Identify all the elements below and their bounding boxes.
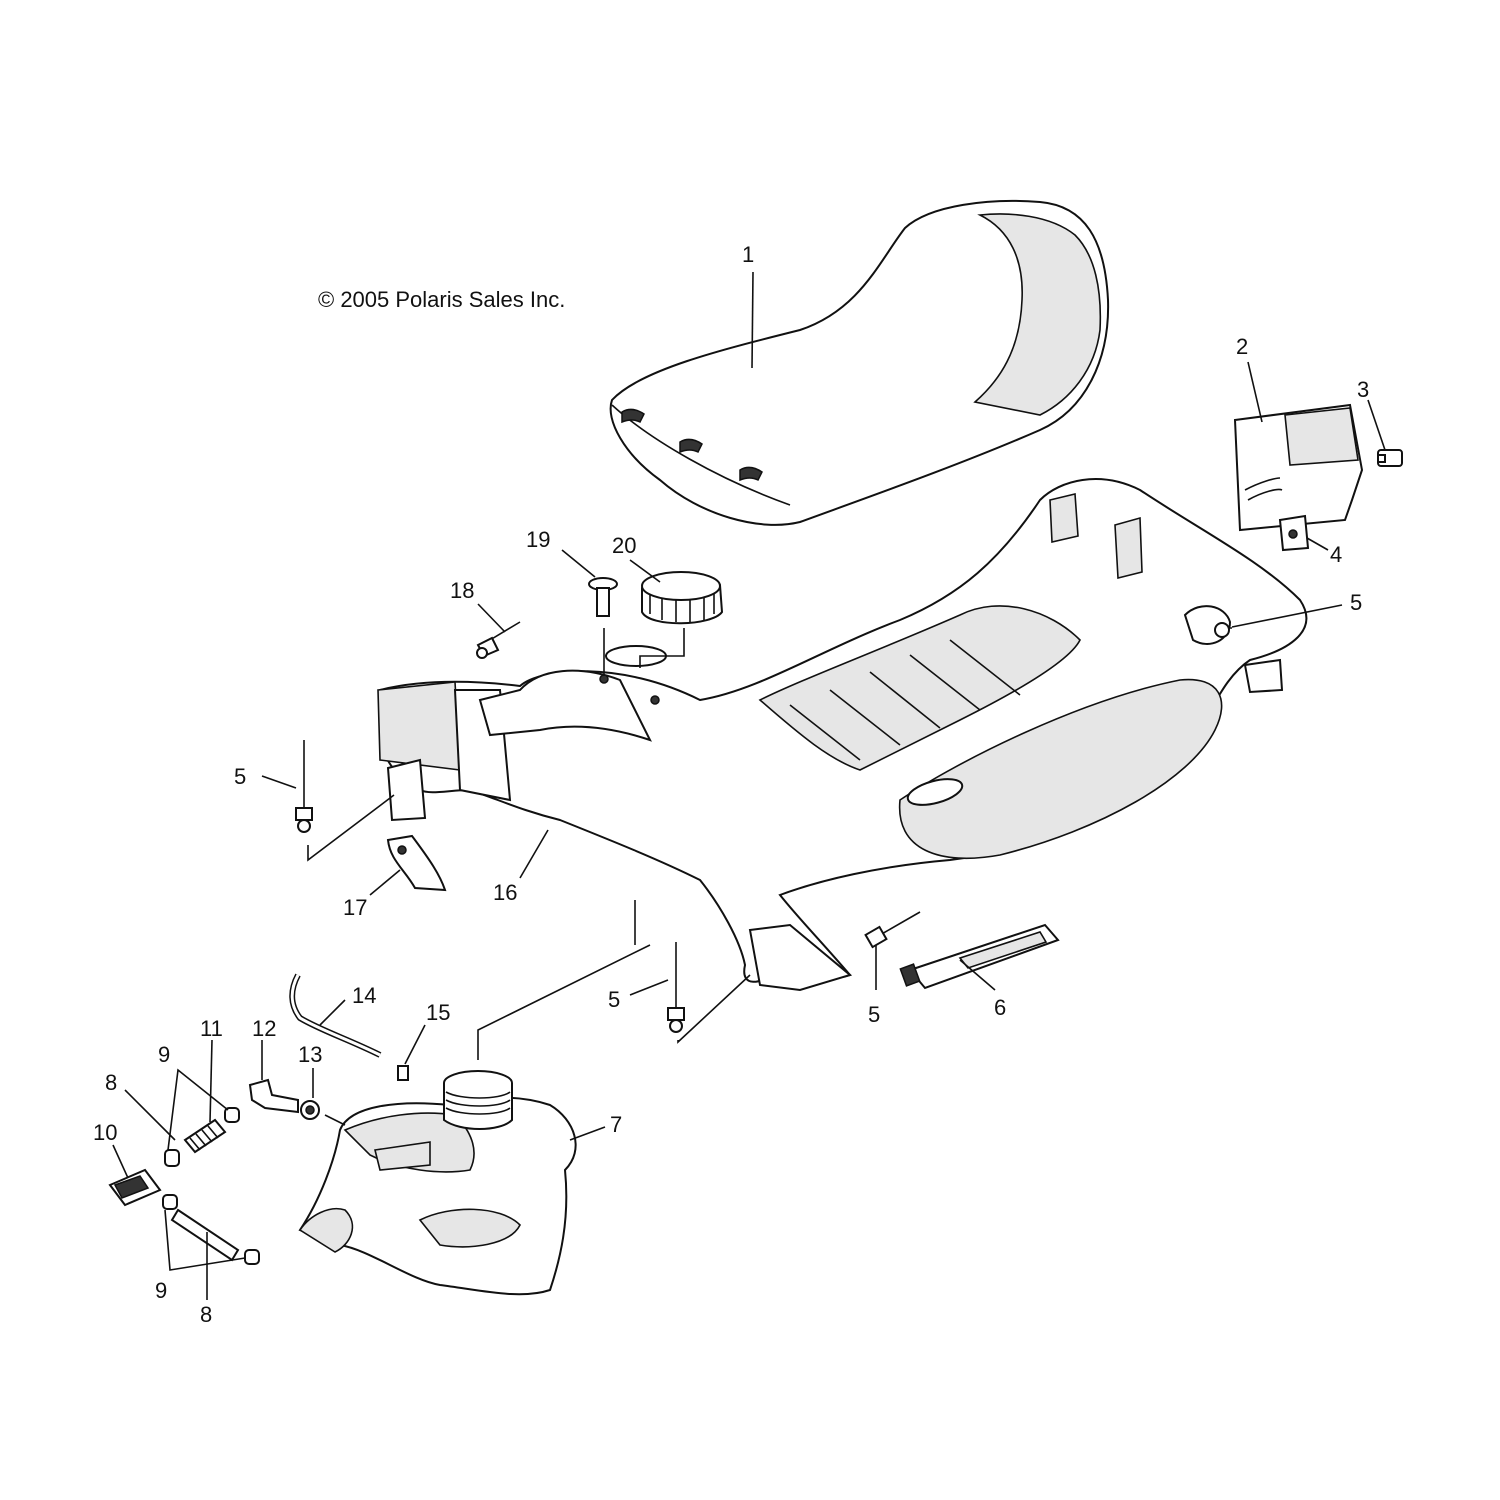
rear-fender-part <box>377 478 1308 992</box>
callout-20: 20 <box>612 533 636 558</box>
leader-5c <box>629 979 669 996</box>
callout-5a: 5 <box>1350 590 1362 615</box>
leader-10 <box>112 1144 129 1179</box>
screw-part-19 <box>588 577 618 617</box>
vent-hose-part <box>289 973 382 1058</box>
leader-9b <box>164 1209 246 1271</box>
leader-20-mount <box>639 628 685 668</box>
leader-7-mount <box>477 944 651 1060</box>
callout-15: 15 <box>426 1000 450 1025</box>
leader-3 <box>1367 399 1386 451</box>
fuel-tank-part <box>298 1070 577 1296</box>
callout-16: 16 <box>493 880 517 905</box>
callout-10: 10 <box>93 1120 117 1145</box>
leader-5b <box>261 775 297 789</box>
leader-5a <box>1231 604 1343 628</box>
callout-9a: 9 <box>158 1042 170 1067</box>
rivet-part-5d <box>864 911 921 949</box>
callout-2: 2 <box>1236 334 1248 359</box>
fuel-line-part-8a <box>164 1149 180 1167</box>
callout-8b: 8 <box>200 1302 212 1327</box>
callout-4: 4 <box>1330 542 1342 567</box>
screw-part-3 <box>1377 449 1403 467</box>
leader-6 <box>959 959 996 991</box>
callout-5c: 5 <box>608 987 620 1012</box>
callout-12: 12 <box>252 1016 276 1041</box>
rivet-part-5a <box>1214 622 1232 638</box>
rivet-part-5b <box>295 740 313 833</box>
leader-13-tank <box>324 1114 346 1126</box>
leader-15 <box>404 1024 426 1065</box>
fuel-cap-part <box>641 571 724 625</box>
callout-8a: 8 <box>105 1070 117 1095</box>
fuel-line-part-8b <box>162 1194 260 1265</box>
leader-19 <box>561 549 596 578</box>
leader-2 <box>1247 361 1263 423</box>
callout-3: 3 <box>1357 377 1369 402</box>
leader-16 <box>519 829 549 879</box>
callout-14: 14 <box>352 983 376 1008</box>
leader-20 <box>629 559 661 583</box>
bracket-part-17 <box>386 834 447 892</box>
callout-9b: 9 <box>155 1278 167 1303</box>
fuel-valve-part <box>108 1168 162 1207</box>
clamp-part-9a <box>224 1107 240 1123</box>
vent-fitting-part <box>397 1065 409 1081</box>
rivet-part-5c <box>667 942 685 1033</box>
leader-17 <box>369 869 401 896</box>
callout-13: 13 <box>298 1042 322 1067</box>
seat-part <box>609 199 1110 526</box>
strap-part-6 <box>899 923 1060 990</box>
leader-7 <box>569 1126 606 1141</box>
leader-14 <box>319 999 346 1026</box>
callout-7: 7 <box>610 1112 622 1137</box>
callout-5d: 5 <box>868 1002 880 1027</box>
elbow-fitting-part <box>248 1078 299 1114</box>
callout-6: 6 <box>994 995 1006 1020</box>
callout-19: 19 <box>526 527 550 552</box>
push-rivet-part <box>476 621 521 659</box>
clip-part-4 <box>1278 514 1310 552</box>
leader-4 <box>1306 537 1329 551</box>
callout-11: 11 <box>200 1016 223 1041</box>
leader-8a <box>124 1089 176 1141</box>
callout-17: 17 <box>343 895 367 920</box>
callout-1: 1 <box>742 242 754 267</box>
leader-1 <box>751 271 754 369</box>
callout-18: 18 <box>450 578 474 603</box>
leader-9a <box>167 1068 229 1151</box>
rear-bracket-part <box>1233 403 1364 532</box>
copyright-text: © 2005 Polaris Sales Inc. <box>318 287 565 312</box>
leader-5b-mount <box>307 794 395 862</box>
fuel-filter-part <box>183 1118 227 1154</box>
callout-5b: 5 <box>234 764 246 789</box>
grommet-part <box>300 1100 320 1120</box>
leader-11 <box>209 1039 213 1123</box>
leader-18 <box>477 603 506 633</box>
leader-5c-mount <box>677 974 751 1044</box>
